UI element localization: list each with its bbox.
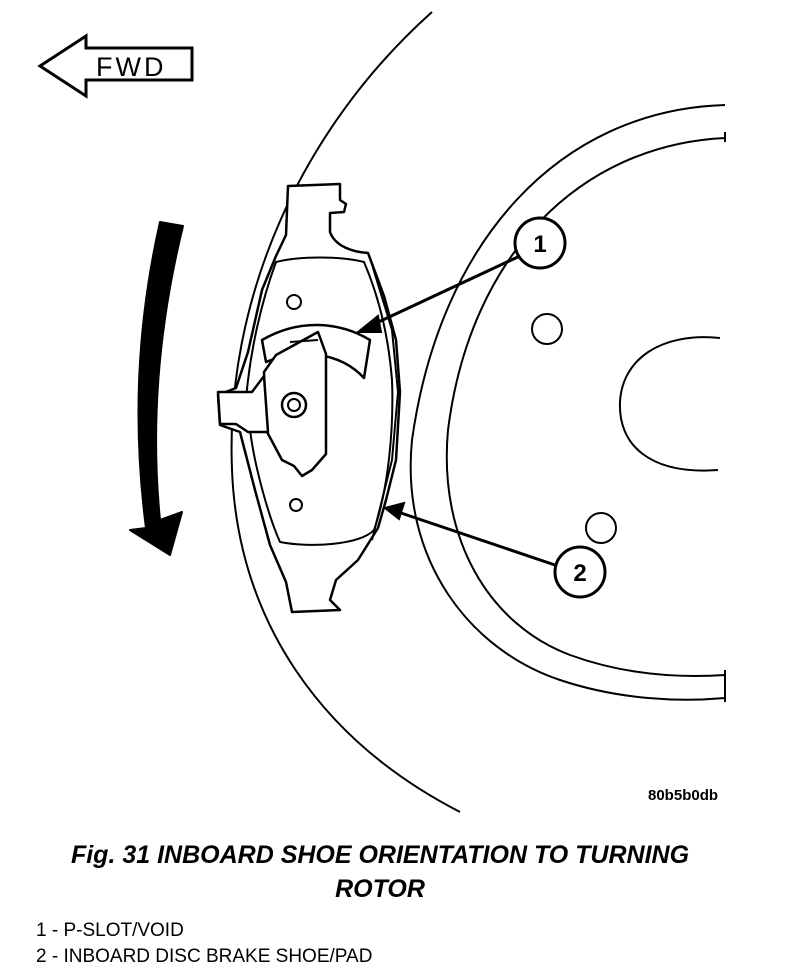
fwd-label: FWD <box>96 52 166 82</box>
legend-item-1: 1 - P-SLOT/VOID <box>36 920 184 941</box>
rotation-arrow <box>129 221 184 556</box>
lug-hole <box>585 512 617 544</box>
rotor-outer-edge <box>230 11 461 813</box>
callout-2-number: 2 <box>573 560 586 587</box>
pad-clip <box>216 330 328 478</box>
leader-line-2 <box>382 501 556 567</box>
callout-1-number: 1 <box>533 231 546 258</box>
lug-hole <box>531 313 563 345</box>
figure-legend: 1 - P-SLOT/VOID 2 - INBOARD DISC BRAKE S… <box>36 918 372 970</box>
callout-1: 1 <box>513 216 567 270</box>
clip-center-hole <box>280 391 308 419</box>
figure-caption: Fig. 31 INBOARD SHOE ORIENTATION TO TURN… <box>0 838 760 906</box>
caption-line-1: Fig. 31 INBOARD SHOE ORIENTATION TO TURN… <box>70 841 690 869</box>
pad-rivet-hole <box>286 294 302 310</box>
fwd-arrow: FWD <box>37 33 194 99</box>
leader-line-1 <box>355 253 523 333</box>
legend-item-2: 2 - INBOARD DISC BRAKE SHOE/PAD <box>36 946 373 967</box>
figure-reference-code: 80b5b0db <box>648 787 718 804</box>
caption-line-2: ROTOR <box>335 875 425 903</box>
hub-center-bore <box>618 336 721 472</box>
rotor-hub-rings <box>409 104 726 702</box>
callout-2: 2 <box>553 545 607 599</box>
pad-rivet-hole <box>289 498 303 512</box>
